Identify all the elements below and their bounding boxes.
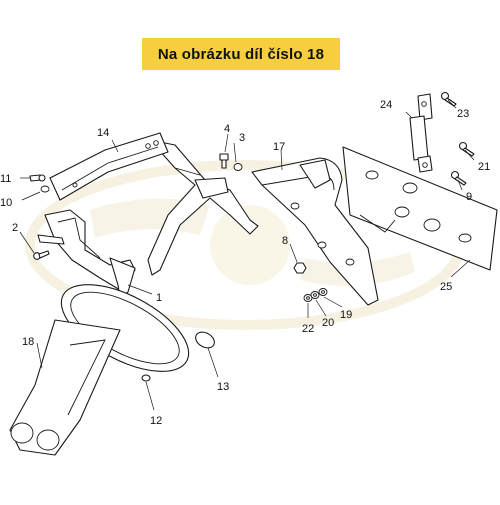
- callout-25: 25: [440, 281, 452, 293]
- callout-9: 9: [466, 191, 472, 203]
- callout-18: 18: [22, 336, 34, 348]
- screw-11: [29, 174, 46, 182]
- callout-24: 24: [380, 99, 392, 111]
- clip-12: [141, 374, 151, 382]
- callout-17: 17: [273, 141, 285, 153]
- part-number-banner: Na obrázku díl číslo 18: [142, 38, 340, 70]
- part-25-plate-holder: [342, 146, 498, 271]
- part-24-bracket: [409, 93, 433, 173]
- callout-21: 21: [478, 161, 490, 173]
- part-17-mudguard: [251, 157, 379, 306]
- washer-22: [303, 294, 313, 302]
- callout-8: 8: [282, 235, 288, 247]
- callout-labels: 24 23 21 9 25 17 3 4 8 22 20 19 14 11 10…: [0, 99, 490, 427]
- washer-19: [318, 288, 328, 296]
- callout-11: 11: [0, 173, 11, 185]
- washer-20: [310, 291, 320, 299]
- callout-20: 20: [322, 317, 334, 329]
- washer-10: [40, 185, 50, 193]
- screw-23: [440, 91, 457, 107]
- callout-1: 1: [156, 292, 162, 304]
- callout-4: 4: [224, 123, 230, 135]
- screw-9: [450, 170, 467, 186]
- ring-13: [195, 331, 215, 349]
- watermark-logo: [25, 160, 465, 330]
- leader-lines: [19, 99, 475, 411]
- callout-14: 14: [97, 127, 109, 139]
- callout-10: 10: [0, 197, 12, 209]
- callout-12: 12: [150, 415, 162, 427]
- callout-3: 3: [239, 132, 245, 144]
- callout-23: 23: [457, 108, 469, 120]
- part-1-lower-bracket: [37, 209, 136, 299]
- part-18-fender: [9, 284, 190, 456]
- callout-22: 22: [302, 323, 314, 335]
- washer-3: [233, 163, 243, 171]
- callout-19: 19: [340, 309, 352, 321]
- part-14-upper-bracket: [49, 132, 169, 201]
- nut-8: [293, 262, 307, 274]
- callout-2: 2: [12, 222, 18, 234]
- frame-tube: [147, 139, 259, 276]
- bolt-4: [219, 153, 229, 169]
- screw-21: [458, 141, 475, 157]
- callout-13: 13: [217, 381, 229, 393]
- screw-2: [33, 250, 50, 260]
